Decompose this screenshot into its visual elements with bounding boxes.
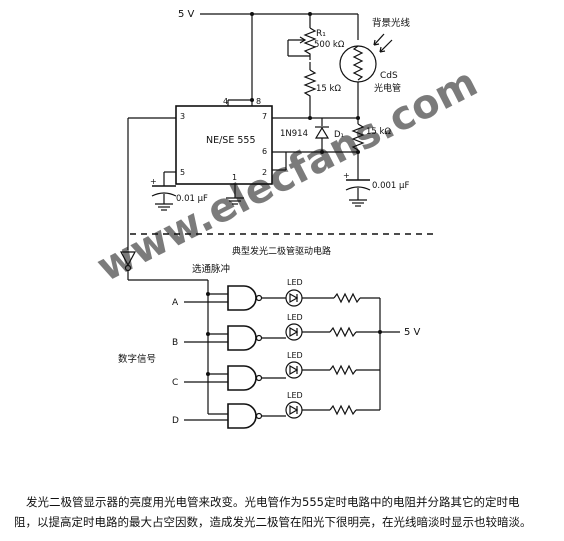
led-a-label: LED xyxy=(287,278,303,287)
nand-gate-a xyxy=(227,285,257,311)
input-c-label: C xyxy=(172,378,178,388)
led-d-label: LED xyxy=(287,391,303,400)
r3-resistor xyxy=(351,123,365,154)
pin-5: 5 xyxy=(180,168,185,177)
r1-resistor xyxy=(303,27,317,60)
svg-text:+: + xyxy=(343,171,350,180)
pin-6: 6 xyxy=(262,147,267,156)
r2-resistor xyxy=(303,69,317,100)
resistor-c xyxy=(329,364,357,376)
r1-name: R₁ xyxy=(316,29,326,39)
pin-2: 2 xyxy=(262,168,267,177)
ne555-ic xyxy=(175,105,273,185)
light-label: 背景光线 xyxy=(372,17,411,29)
r3-value: 15 kΩ xyxy=(366,127,391,137)
digital-signal-label: 数字信号 xyxy=(118,353,156,365)
figure-caption: 发光二极管显示器的亮度用光电管来改变。光电管作为555定时电路中的电阻并分路其它… xyxy=(14,492,562,532)
diode-part: 1N914 xyxy=(280,129,308,139)
led-c xyxy=(285,361,303,379)
led-b xyxy=(285,323,303,341)
circuit-schematic: 5 V R₁ 500 kΩ 15 kΩ 背景光线 CdS 光电管 NE/SE 5… xyxy=(90,9,485,429)
cds-desc: 光电管 xyxy=(374,82,401,94)
pin-4: 4 xyxy=(223,97,228,106)
pin-8: 8 xyxy=(256,97,261,106)
led-c-label: LED xyxy=(287,351,303,360)
ic-name: NE/SE 555 xyxy=(206,135,256,146)
nand-gate-b xyxy=(227,325,257,351)
led-a xyxy=(285,289,303,307)
driver-title: 典型发光二极管驱动电路 xyxy=(232,245,331,257)
svg-text:+: + xyxy=(150,177,157,186)
pin-7: 7 xyxy=(262,112,267,121)
led-b-label: LED xyxy=(287,313,303,322)
supply-right-label: 5 V xyxy=(404,327,421,338)
caption-line-2: 阻，以提高定时电路的最大占空因数，造成发光二极管在阳光下很明亮，在光线暗淡时显示… xyxy=(14,515,532,529)
r1-value: 500 kΩ xyxy=(314,40,345,50)
cds-name: CdS xyxy=(380,71,398,81)
input-d-label: D xyxy=(172,416,179,426)
nand-gate-c xyxy=(227,365,257,391)
r2-value: 15 kΩ xyxy=(316,84,341,94)
resistor-b xyxy=(329,326,357,338)
resistor-d xyxy=(329,404,357,416)
resistor-a xyxy=(333,292,361,304)
caption-line-1: 发光二极管显示器的亮度用光电管来改变。光电管作为555定时电路中的电阻并分路其它… xyxy=(26,495,520,509)
input-a-label: A xyxy=(172,298,179,308)
cap-timing-value: 0.001 µF xyxy=(372,181,409,191)
pin-1: 1 xyxy=(232,173,237,182)
diode-ref: D₁ xyxy=(334,130,344,140)
gate-pulse-label: 选通脉冲 xyxy=(192,263,230,275)
buffer-gate xyxy=(119,251,137,267)
pin-3: 3 xyxy=(180,112,185,121)
nand-gate-d xyxy=(227,403,257,429)
cap-ctrl-value: 0.01 µF xyxy=(176,194,208,204)
supply-top-label: 5 V xyxy=(178,9,195,20)
input-b-label: B xyxy=(172,338,178,348)
led-d xyxy=(285,401,303,419)
